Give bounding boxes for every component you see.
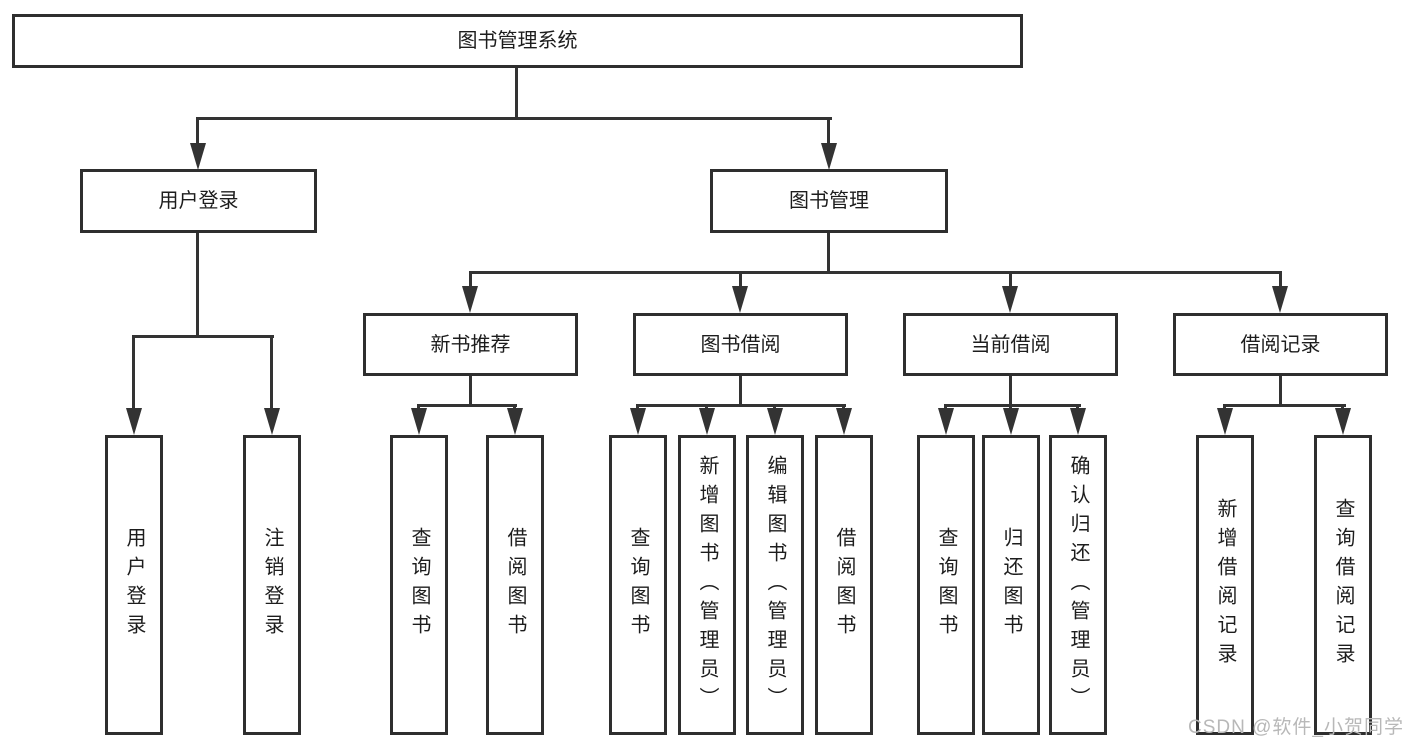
- connector-line: [827, 117, 830, 145]
- connector-line: [739, 271, 742, 288]
- arrow-down-icon: [1003, 408, 1019, 435]
- connector-line: [636, 404, 639, 411]
- arrow-down-icon: [836, 408, 852, 435]
- connector-line: [196, 117, 832, 120]
- connector-line: [1341, 404, 1344, 411]
- node-library-system: 图书管理系统: [12, 14, 1023, 68]
- arrow-down-icon: [630, 408, 646, 435]
- connector-line: [1009, 271, 1012, 288]
- connector-line: [827, 233, 830, 274]
- connector-line: [132, 335, 274, 338]
- node-new-book-recommend: 新书推荐: [363, 313, 578, 376]
- node-book-borrow-label: 图书借阅: [700, 333, 781, 356]
- arrow-down-icon: [1217, 408, 1233, 435]
- leaf-borrow-books: 借阅图书: [815, 435, 873, 735]
- connector-line: [739, 376, 742, 407]
- leaf-query-borrow-record: 查询借阅记录: [1314, 435, 1372, 735]
- connector-line: [842, 404, 845, 411]
- connector-line: [469, 271, 1282, 274]
- leaf-query-books-borrow: 查询图书: [609, 435, 667, 735]
- connector-line: [1223, 404, 1346, 407]
- arrow-down-icon: [1335, 408, 1351, 435]
- node-user-login-label: 用户登录: [158, 190, 239, 212]
- arrow-down-icon: [732, 286, 748, 313]
- leaf-borrow-books-label: 借阅图书: [833, 527, 855, 643]
- connector-line: [1009, 376, 1012, 407]
- leaf-edit-book-admin: 编辑图书（管理员）: [746, 435, 804, 735]
- leaf-logout-label: 注销登录: [261, 527, 283, 643]
- arrow-down-icon: [1070, 408, 1086, 435]
- connector-line: [469, 271, 472, 288]
- leaf-return-book: 归还图书: [982, 435, 1040, 735]
- leaf-add-borrow-record-label: 新增借阅记录: [1214, 498, 1236, 672]
- arrow-down-icon: [126, 408, 142, 435]
- node-current-borrow: 当前借阅: [903, 313, 1118, 376]
- connector-line: [1223, 404, 1226, 411]
- arrow-down-icon: [699, 408, 715, 435]
- node-borrow-record: 借阅记录: [1173, 313, 1388, 376]
- connector-line: [773, 404, 776, 411]
- leaf-add-book-admin: 新增图书（管理员）: [678, 435, 736, 735]
- arrow-down-icon: [767, 408, 783, 435]
- leaf-edit-book-admin-label: 编辑图书（管理员）: [764, 454, 786, 716]
- node-current-borrow-label: 当前借阅: [970, 333, 1051, 356]
- connector-line: [705, 404, 708, 411]
- node-user-login: 用户登录: [80, 169, 317, 233]
- connector-line: [944, 404, 1081, 407]
- connector-line: [944, 404, 947, 411]
- leaf-query-books-recommend: 查询图书: [390, 435, 448, 735]
- leaf-confirm-return-admin: 确认归还（管理员）: [1049, 435, 1107, 735]
- connector-line: [636, 404, 846, 407]
- leaf-borrow-books-recommend-label: 借阅图书: [504, 527, 526, 643]
- leaf-query-books-current: 查询图书: [917, 435, 975, 735]
- connector-line: [1279, 271, 1282, 288]
- node-book-management: 图书管理: [710, 169, 948, 233]
- leaf-add-borrow-record: 新增借阅记录: [1196, 435, 1254, 735]
- connector-line: [196, 233, 199, 337]
- arrow-down-icon: [1272, 286, 1288, 313]
- connector-line: [515, 68, 518, 118]
- leaf-query-books-recommend-label: 查询图书: [408, 527, 430, 643]
- node-book-management-label: 图书管理: [789, 190, 869, 212]
- watermark: CSDN @软件_小贺同学: [1188, 717, 1404, 738]
- node-new-book-recommend-label: 新书推荐: [430, 333, 511, 356]
- connector-line: [132, 335, 135, 410]
- arrow-down-icon: [264, 408, 280, 435]
- leaf-borrow-books-recommend: 借阅图书: [486, 435, 544, 735]
- connector-line: [469, 376, 472, 407]
- arrow-down-icon: [938, 408, 954, 435]
- node-library-system-label: 图书管理系统: [457, 30, 578, 52]
- connector-line: [513, 404, 516, 411]
- leaf-query-books-borrow-label: 查询图书: [627, 527, 649, 643]
- arrow-down-icon: [190, 143, 206, 170]
- leaf-user-login-label: 用户登录: [123, 527, 145, 643]
- leaf-user-login: 用户登录: [105, 435, 163, 735]
- arrow-down-icon: [507, 408, 523, 435]
- arrow-down-icon: [462, 286, 478, 313]
- connector-line: [1009, 404, 1012, 411]
- connector-line: [196, 117, 199, 145]
- connector-line: [417, 404, 517, 407]
- arrow-down-icon: [1002, 286, 1018, 313]
- leaf-add-book-admin-label: 新增图书（管理员）: [696, 454, 718, 716]
- leaf-confirm-return-admin-label: 确认归还（管理员）: [1067, 454, 1089, 716]
- connector-line: [270, 335, 273, 410]
- leaf-query-books-current-label: 查询图书: [935, 527, 957, 643]
- connector-line: [417, 404, 420, 411]
- leaf-return-book-label: 归还图书: [1000, 527, 1022, 643]
- arrow-down-icon: [411, 408, 427, 435]
- connector-line: [1076, 404, 1079, 411]
- connector-line: [1279, 376, 1282, 407]
- arrow-down-icon: [821, 143, 837, 170]
- leaf-query-borrow-record-label: 查询借阅记录: [1332, 498, 1354, 672]
- node-book-borrow: 图书借阅: [633, 313, 848, 376]
- node-borrow-record-label: 借阅记录: [1240, 333, 1321, 356]
- leaf-logout: 注销登录: [243, 435, 301, 735]
